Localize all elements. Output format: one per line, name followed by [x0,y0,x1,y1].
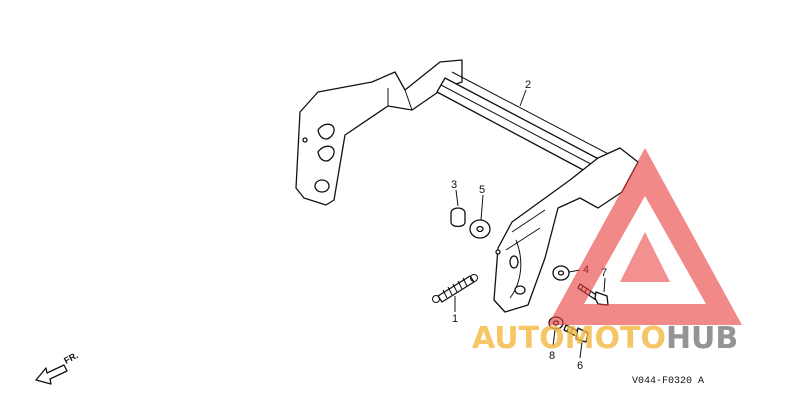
part-3-collar [450,207,466,228]
callout-1: 1 [452,313,458,325]
part-5-washer [469,219,491,239]
callout-5: 5 [479,184,485,196]
callout-3: 3 [451,179,457,191]
watermark-logo: AUTOMOTOHUB [472,148,742,356]
callout-leaders [454,89,606,359]
front-direction-arrow-icon [35,364,68,385]
callout-7: 7 [601,267,607,279]
callout-2: 2 [525,79,531,91]
part-6-bolt [563,324,589,343]
callout-6: 6 [577,360,583,372]
watermark-text: AUTOMOTOHUB [472,321,738,356]
part-4-washer [552,265,570,281]
watermark-triangle-icon [548,148,742,325]
frame-left-bracket [295,59,463,206]
direction-label: FR. [62,350,79,366]
frame-cross-tubes [436,71,617,181]
part-1-spring [432,274,478,303]
callout-8: 8 [549,350,555,362]
frame-right-bracket [493,147,639,313]
